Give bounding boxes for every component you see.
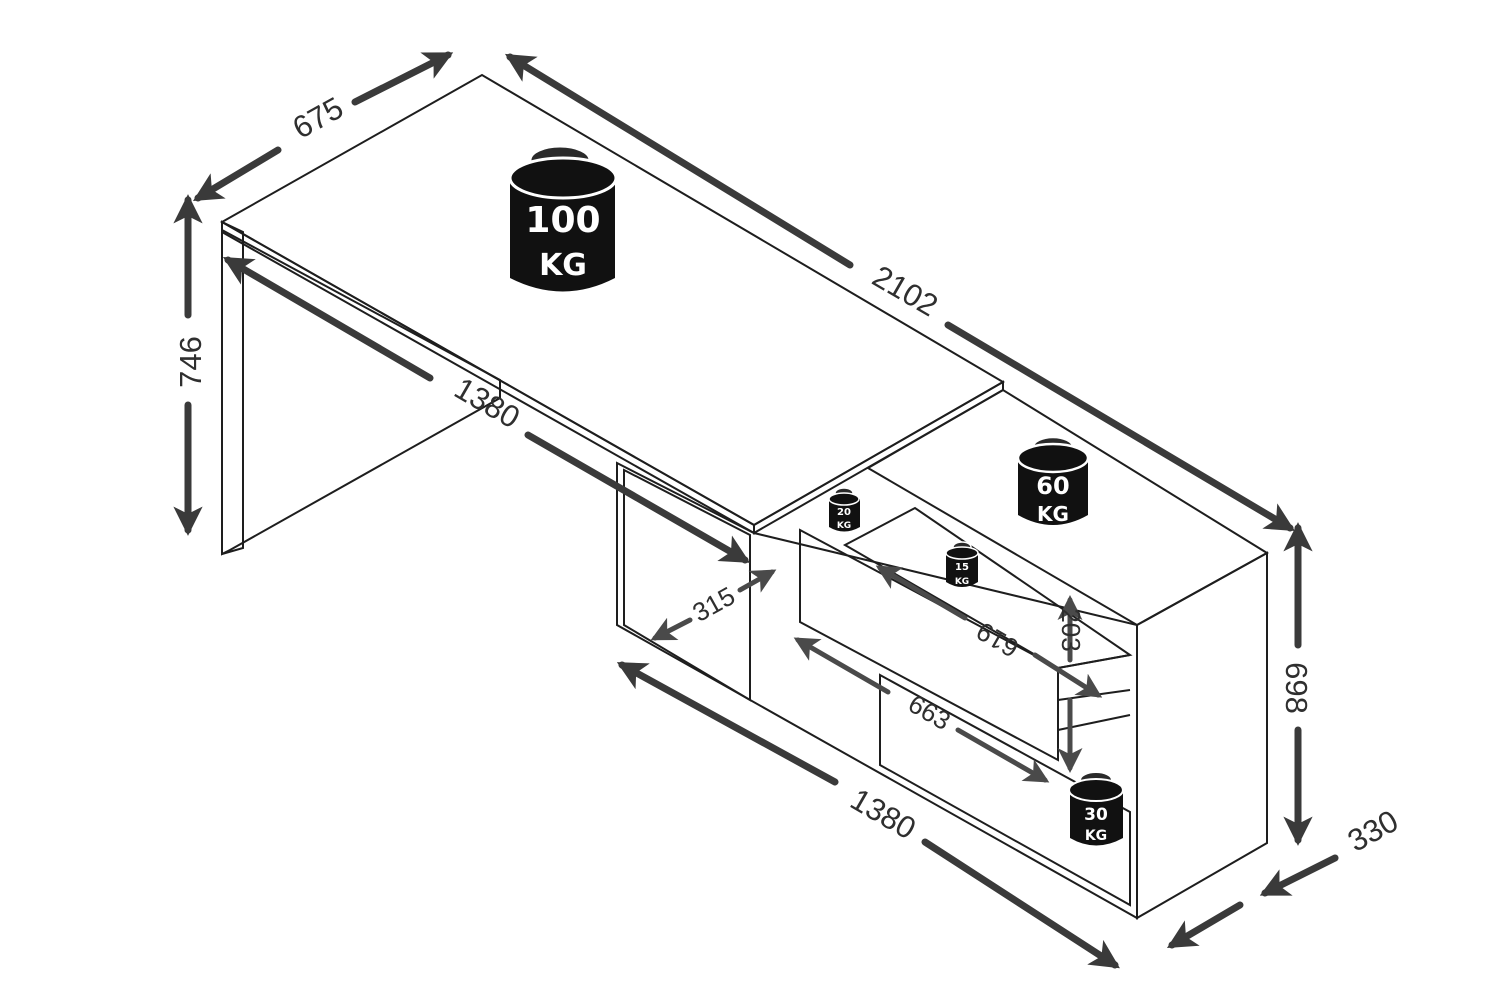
cabinet-front: [616, 461, 1138, 920]
label-inner-length-top: 1380: [449, 371, 526, 436]
desk-top-side-edge: [753, 380, 1004, 535]
weight-15-value: 15: [955, 562, 969, 573]
label-drawer-height: 203: [1056, 608, 1086, 651]
dim-arrow-drawer-outer-a: [793, 637, 891, 695]
dim-arrow-drawer-outer-b: [955, 727, 1050, 783]
label-cabinet-depth: 330: [1342, 803, 1404, 859]
label-shelf-depth: 315: [687, 580, 739, 627]
drawer-rail-top: [1057, 654, 1131, 669]
weight-30-unit: KG: [1085, 828, 1107, 844]
label-cabinet-height: 698: [1279, 662, 1314, 714]
dim-arrow-total-length-b: [944, 321, 1296, 532]
weight-100-value: 100: [525, 200, 600, 241]
dim-arrow-cabinet-depth-a: [1259, 854, 1339, 897]
dim-arrow-cabinet-depth-b: [1166, 901, 1244, 949]
dim-arrow-drawer-inner-b: [1032, 652, 1103, 698]
weight-20-unit: KG: [837, 521, 851, 531]
label-height-left: 746: [173, 336, 208, 388]
dim-arrow-inner-top-b: [524, 431, 751, 564]
dim-arrow-shelf-depth-b: [650, 617, 693, 641]
weight-60-unit: KG: [1037, 502, 1069, 526]
weight-icon-100kg: 100 KG: [508, 144, 618, 292]
desk-top-edge: [221, 220, 755, 535]
weight-icon-30kg: 30 KG: [1068, 771, 1124, 846]
cabinet-right-side: [1136, 551, 1268, 920]
label-total-length: 2102: [867, 259, 944, 324]
dim-arrow-inner-bottom-a: [616, 661, 839, 786]
weight-icon-60kg: 60 KG: [1016, 435, 1090, 526]
label-drawer-outer-width: 663: [903, 688, 956, 736]
dim-arrow-top-depth-a: [351, 51, 454, 106]
weight-icon-20kg: 20 KG: [828, 487, 860, 532]
dim-arrow-top-depth-b: [192, 146, 282, 202]
dim-arrow-shelf-depth-a: [737, 569, 777, 593]
weight-100-unit: KG: [539, 248, 587, 283]
weight-icon-15kg: 15 KG: [945, 541, 979, 587]
weight-60-value: 60: [1036, 472, 1069, 500]
weight-20-value: 20: [837, 507, 851, 518]
label-top-depth: 675: [287, 90, 349, 146]
open-shelf: [623, 468, 751, 702]
dim-arrow-inner-bottom-b: [921, 838, 1120, 969]
dim-arrow-total-length-a: [504, 53, 854, 269]
weight-30-value: 30: [1084, 805, 1108, 825]
dim-arrow-inner-top-a: [222, 256, 434, 382]
desk-left-leg: [221, 220, 244, 556]
weight-15-unit: KG: [955, 577, 969, 587]
dim-arrow-drawer-inner-a: [875, 565, 968, 621]
